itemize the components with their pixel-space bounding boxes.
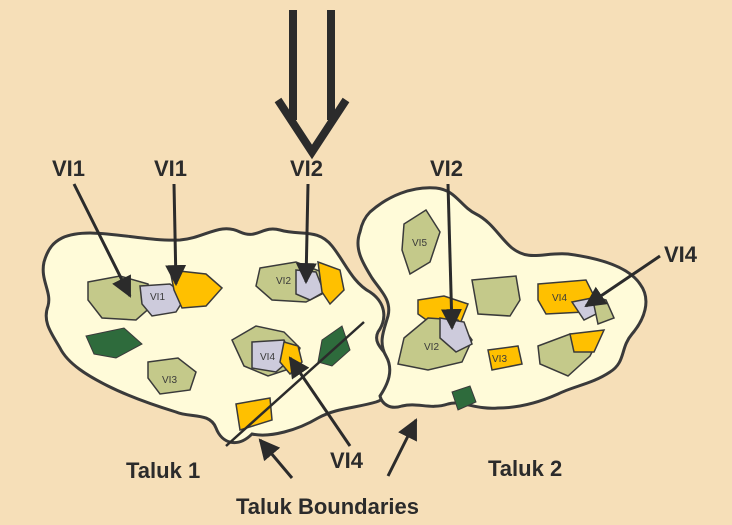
- patch-label-vi3-right: VI3: [492, 354, 507, 365]
- label-vi1-left: VI1: [52, 156, 85, 181]
- patch-label-vi1: VI1: [150, 292, 165, 303]
- label-vi2-right: VI2: [430, 156, 463, 181]
- label-vi4-bottom: VI4: [330, 448, 364, 473]
- label-vi1-right: VI1: [154, 156, 187, 181]
- patch-label-vi2-left: VI2: [276, 276, 291, 287]
- patch-label-vi2-right: VI2: [424, 342, 439, 353]
- patch-label-vi4-left: VI4: [260, 352, 275, 363]
- patch-label-vi3-left: VI3: [162, 375, 177, 386]
- patch-label-vi4-right: VI4: [552, 293, 567, 304]
- label-taluk-2: Taluk 2: [488, 456, 562, 481]
- incoming-double-arrow: [278, 10, 346, 152]
- label-vi2-left: VI2: [290, 156, 323, 181]
- label-taluk-boundaries: Taluk Boundaries: [236, 494, 419, 519]
- patch-label-vi5: VI5: [412, 238, 427, 249]
- patch-olive: [472, 276, 520, 316]
- label-taluk-1: Taluk 1: [126, 458, 200, 483]
- label-vi4-right: VI4: [664, 242, 698, 267]
